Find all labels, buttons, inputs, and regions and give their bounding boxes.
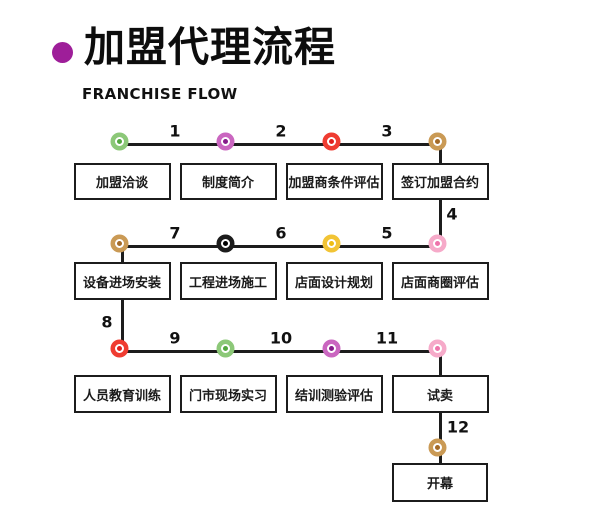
step-dot: [115, 137, 124, 146]
step-dot: [115, 239, 124, 248]
connector-4-line: [438, 200, 442, 246]
flow-line-row3: [121, 349, 440, 353]
title-bullet-icon: [52, 42, 73, 63]
step-box: 人员教育训练: [73, 375, 171, 413]
step-box: 结训测验评估: [285, 375, 383, 413]
step-number: 3: [381, 121, 393, 141]
step-box: 店面设计规划: [285, 262, 383, 300]
step-box: 签订加盟合约: [391, 163, 489, 200]
step-number: 5: [381, 223, 393, 243]
step-box: 试卖: [391, 375, 489, 413]
step-dot: [327, 239, 336, 248]
step-box: 工程进场施工: [179, 262, 277, 300]
step-dot: [433, 137, 442, 146]
step-box: 加盟商条件评估: [285, 163, 383, 200]
flow-line-row2: [121, 244, 440, 248]
step-dot: [433, 239, 442, 248]
step-box: 设备进场安装: [73, 262, 171, 300]
step-dot: [327, 137, 336, 146]
step-dot: [221, 239, 230, 248]
step-dot: [327, 344, 336, 353]
step-dot: [433, 344, 442, 353]
step-number: 9: [169, 328, 181, 348]
step-dot: [115, 344, 124, 353]
final-step-box: 开幕: [392, 463, 488, 502]
connector-dot-to-box-row2: [120, 246, 124, 262]
connector-dot-to-box-row1: [438, 144, 442, 163]
step-number: 1: [169, 121, 181, 141]
connector-dot-to-box-row3: [438, 351, 442, 375]
step-number: 11: [375, 328, 399, 348]
step-number: 12: [446, 417, 470, 437]
step-number: 2: [275, 121, 287, 141]
step-box: 加盟洽谈: [73, 163, 171, 200]
page-title: 加盟代理流程: [84, 23, 336, 71]
step-number: 8: [101, 312, 113, 332]
step-dot: [221, 344, 230, 353]
step-dot: [221, 137, 230, 146]
step-box: 门市现场实习: [179, 375, 277, 413]
step-box: 店面商圈评估: [391, 262, 489, 300]
step-box: 制度简介: [179, 163, 277, 200]
connector-12-line: [438, 413, 442, 464]
step-number: 6: [275, 223, 287, 243]
connector-8-line: [120, 300, 124, 351]
step-dot: [433, 443, 442, 452]
step-number: 10: [269, 328, 293, 348]
page-subtitle: FRANCHISE FLOW: [82, 85, 238, 103]
flow-line-row1: [121, 142, 440, 146]
step-number: 4: [446, 204, 458, 224]
step-number: 7: [169, 223, 181, 243]
